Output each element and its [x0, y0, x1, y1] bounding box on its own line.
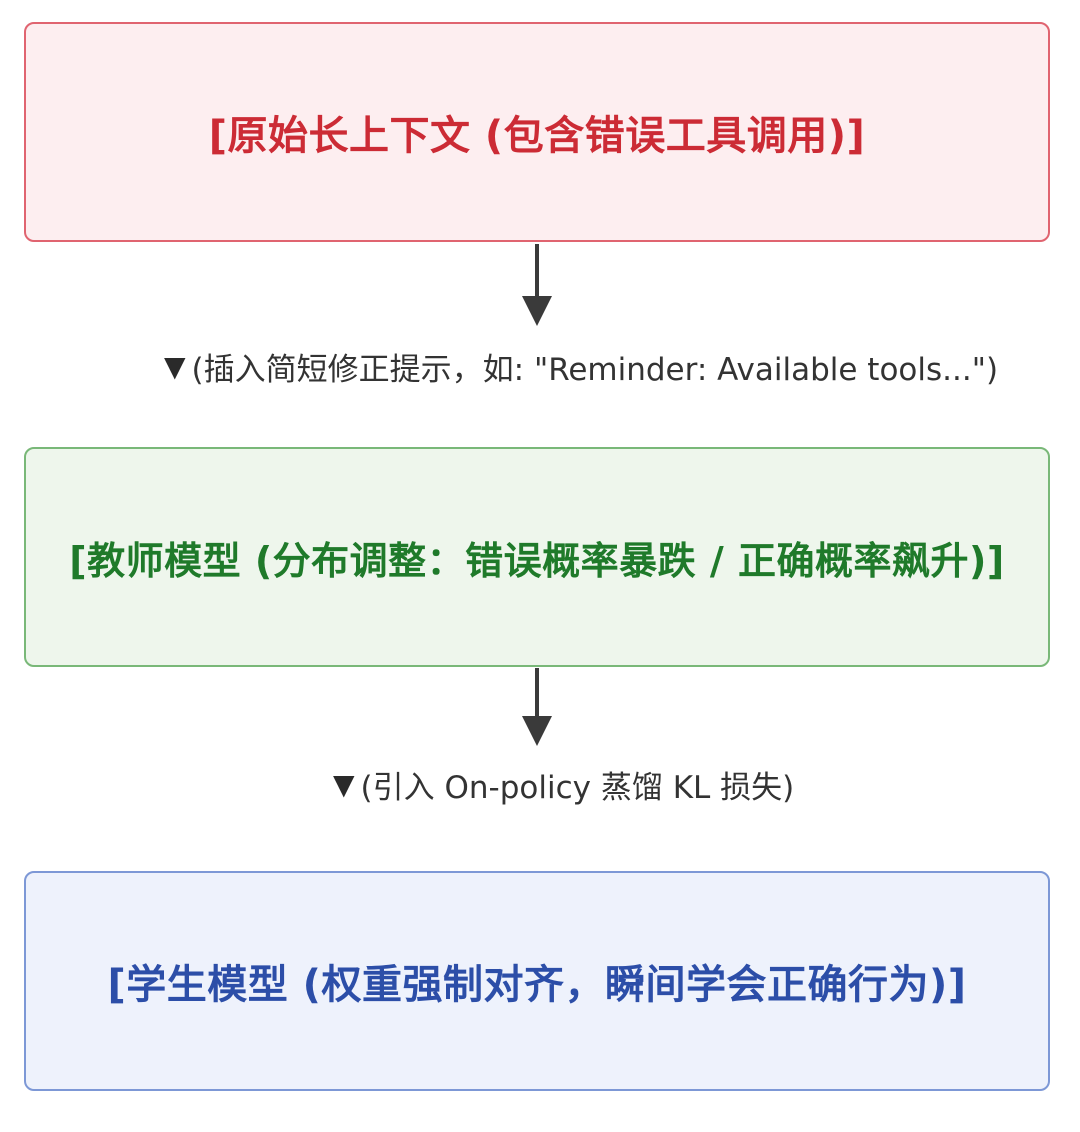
- node-teacher-model-label: [教师模型 (分布调整：错误概率暴跌 / 正确概率飙升)]: [69, 538, 1005, 583]
- node-original-context: [原始长上下文 (包含错误工具调用)]: [24, 22, 1050, 242]
- edge-label-distillation: ▼ (引入 On-policy 蒸馏 KL 损失): [333, 762, 794, 807]
- node-original-context-label: [原始长上下文 (包含错误工具调用)]: [208, 113, 866, 159]
- arrow-shaft: [535, 244, 539, 300]
- edge-label-text: (插入简短修正提示，如: "Reminder: Available tools.…: [191, 352, 999, 388]
- node-student-model: [学生模型 (权重强制对齐，瞬间学会正确行为)]: [24, 871, 1050, 1091]
- node-teacher-model: [教师模型 (分布调整：错误概率暴跌 / 正确概率飙升)]: [24, 447, 1050, 667]
- arrow-shaft: [535, 668, 539, 720]
- edge-label-text: (引入 On-policy 蒸馏 KL 损失): [360, 770, 795, 806]
- triangle-down-icon: ▼: [164, 350, 186, 383]
- arrow-head-icon: [522, 716, 552, 746]
- triangle-down-icon: ▼: [333, 768, 355, 801]
- arrow-head-icon: [522, 296, 552, 326]
- edge-label-correction-hint: ▼ (插入简短修正提示，如: "Reminder: Available tool…: [164, 344, 998, 389]
- node-student-model-label: [学生模型 (权重强制对齐，瞬间学会正确行为)]: [107, 962, 967, 1008]
